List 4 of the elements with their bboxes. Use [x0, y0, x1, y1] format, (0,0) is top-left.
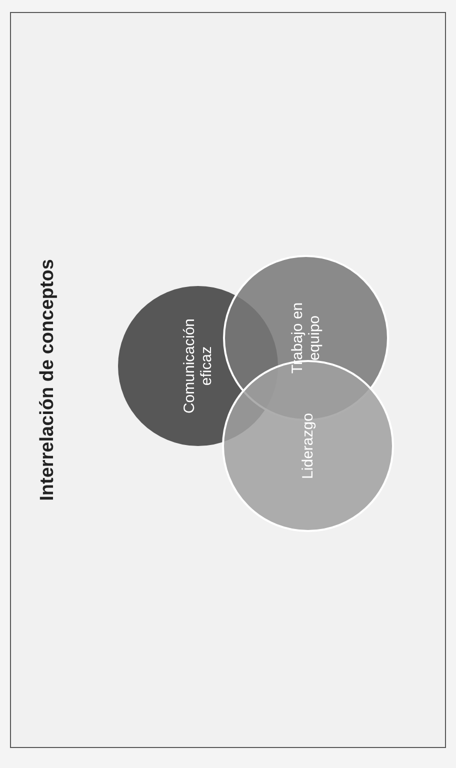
slide-title: Interrelación de conceptos	[37, 259, 59, 501]
circle-label: Trabajo en equipo	[289, 301, 323, 376]
circle-label: Liderazgo	[300, 412, 316, 481]
circle-label: Comunicación eficaz	[181, 317, 215, 416]
